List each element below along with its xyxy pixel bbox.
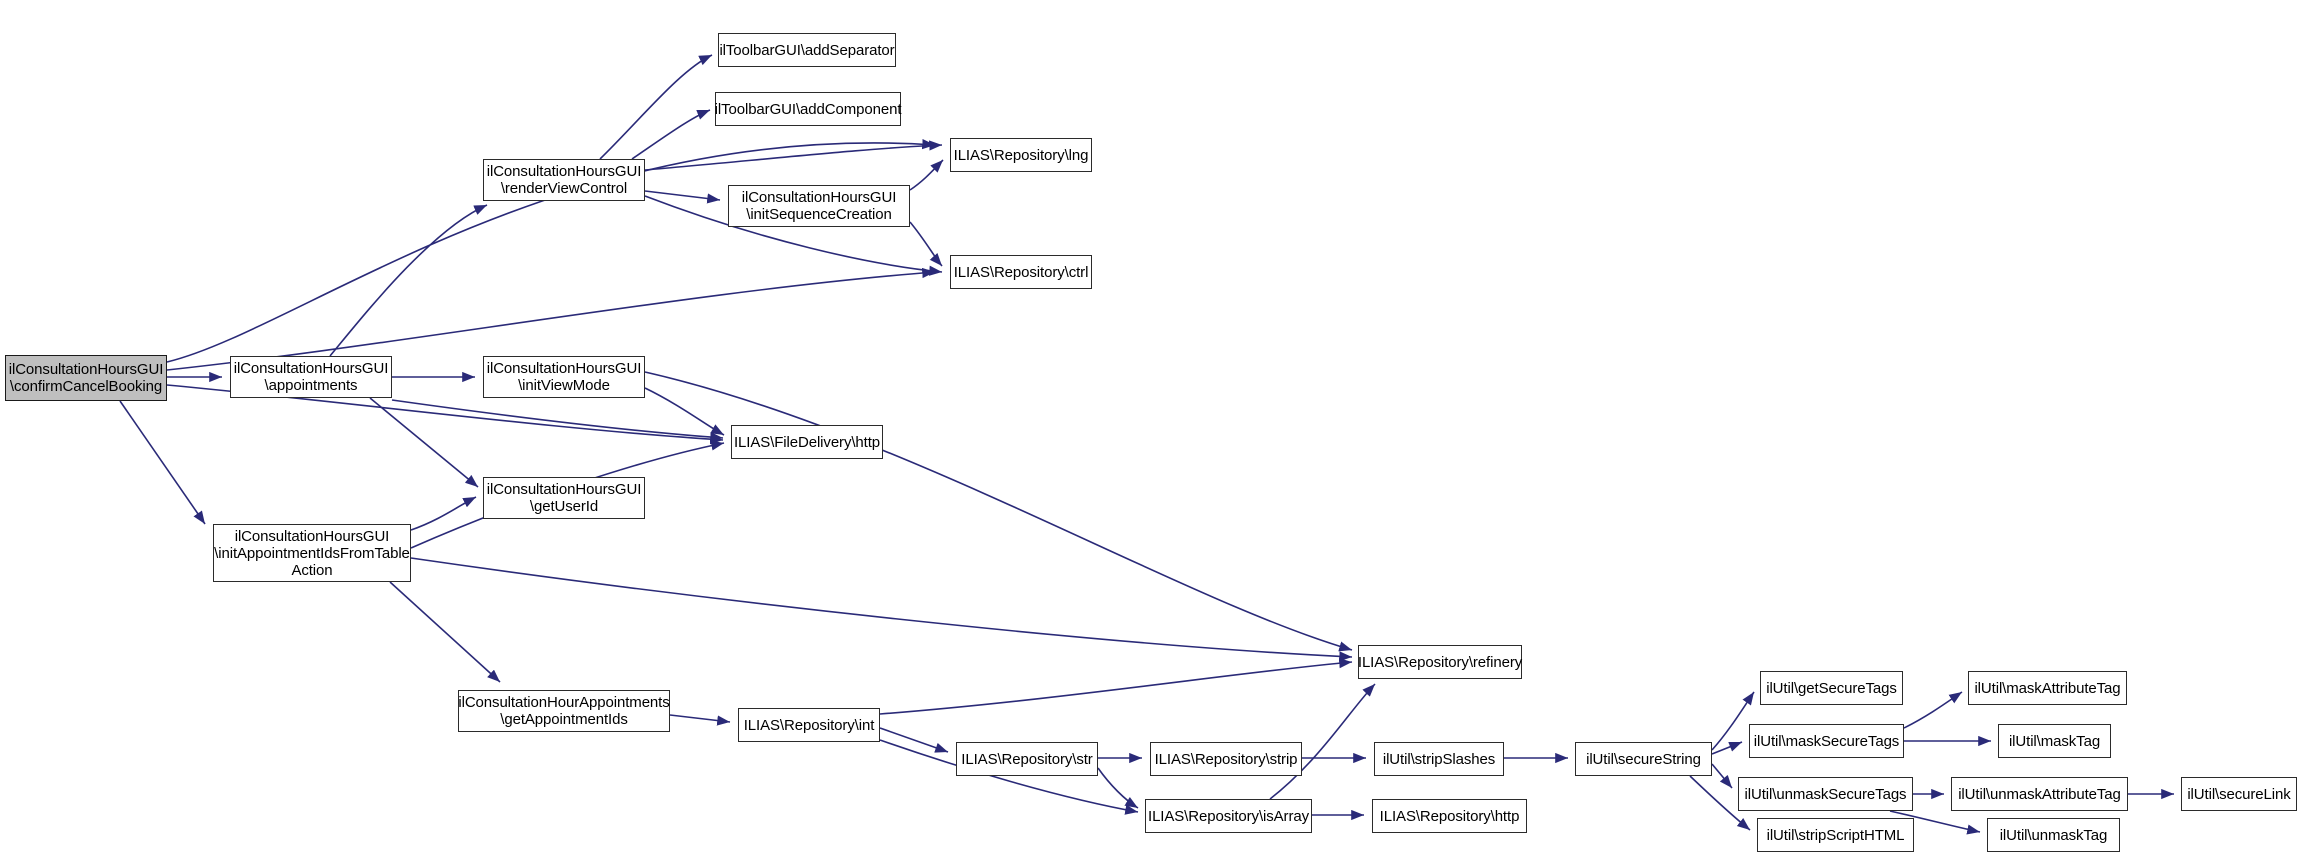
call-graph-node-str[interactable]: ILIAS\Repository\str <box>956 742 1098 776</box>
call-graph-node-appointments[interactable]: ilConsultationHoursGUI \appointments <box>230 356 392 398</box>
call-graph-node-getSecureTags[interactable]: ilUtil\getSecureTags <box>1760 671 1903 705</box>
node-label: ilConsultationHoursGUI \initViewMode <box>486 360 642 394</box>
node-label: ilConsultationHoursGUI \getUserId <box>486 481 642 515</box>
node-label: ilUtil\maskTag <box>2008 732 2101 750</box>
node-label: ILIAS\Repository\strip <box>1154 750 1298 768</box>
call-edge <box>879 658 1353 715</box>
call-graph-node-initViewMode[interactable]: ilConsultationHoursGUI \initViewMode <box>483 356 645 398</box>
node-label: ilUtil\secureString <box>1586 750 1701 768</box>
node-label: ILIAS\Repository\lng <box>953 146 1089 164</box>
call-edge <box>879 727 949 753</box>
call-graph-node-int[interactable]: ILIAS\Repository\int <box>738 708 880 742</box>
call-edge <box>410 496 477 531</box>
call-edge <box>391 399 724 443</box>
node-label: ilUtil\getSecureTags <box>1766 679 1897 697</box>
call-graph-node-stripScriptHTML[interactable]: ilUtil\stripScriptHTML <box>1757 818 1914 852</box>
node-label: ILIAS\Repository\int <box>743 716 875 734</box>
call-graph-node-secureLink[interactable]: ilUtil\secureLink <box>2181 777 2297 811</box>
call-graph-node-confirmCancelBooking[interactable]: ilConsultationHoursGUI \confirmCancelBoo… <box>5 355 167 401</box>
call-edge <box>631 109 711 160</box>
node-label: ilConsultationHourAppointments \getAppoi… <box>458 694 670 728</box>
call-edge <box>909 159 944 191</box>
node-label: ilUtil\unmaskAttributeTag <box>1958 785 2121 803</box>
node-label: ilConsultationHoursGUI \initSequenceCrea… <box>741 189 897 223</box>
node-label: ilUtil\stripScriptHTML <box>1766 826 1905 844</box>
call-edge <box>644 371 1353 652</box>
call-edge <box>599 54 713 160</box>
call-edge <box>389 581 501 683</box>
call-edge <box>410 557 1353 662</box>
call-graph-node-repoHttp[interactable]: ILIAS\Repository\http <box>1372 799 1527 833</box>
call-edge <box>1711 691 1755 751</box>
node-label: ilToolbarGUI\addSeparator <box>719 41 895 59</box>
call-graph-node-fileDeliveryHttp[interactable]: ILIAS\FileDelivery\http <box>731 425 883 459</box>
call-edge <box>644 190 721 204</box>
call-graph-node-getUserId[interactable]: ilConsultationHoursGUI \getUserId <box>483 477 645 519</box>
node-label: ilConsultationHoursGUI \initAppointmentI… <box>214 527 410 579</box>
call-graph-node-unmaskAttributeTag[interactable]: ilUtil\unmaskAttributeTag <box>1951 777 2128 811</box>
call-edge <box>1903 691 1963 729</box>
call-edge <box>369 397 479 488</box>
call-edge <box>644 140 943 171</box>
call-edge <box>119 400 206 525</box>
call-graph-node-refinery[interactable]: ILIAS\Repository\refinery <box>1358 645 1522 679</box>
call-edge <box>669 714 731 726</box>
node-label: ILIAS\Repository\http <box>1379 807 1520 825</box>
node-label: ilUtil\maskAttributeTag <box>1974 679 2121 697</box>
call-edge <box>1711 763 1733 789</box>
call-graph-node-ctrl[interactable]: ILIAS\Repository\ctrl <box>950 255 1092 289</box>
node-label: ilUtil\maskSecureTags <box>1753 732 1900 750</box>
call-graph-node-stripSlashes[interactable]: ilUtil\stripSlashes <box>1374 742 1504 776</box>
node-label: ilToolbarGUI\addComponent <box>714 100 902 118</box>
call-graph-node-unmaskSecureTags[interactable]: ilUtil\unmaskSecureTags <box>1738 777 1913 811</box>
call-graph-node-maskAttributeTag[interactable]: ilUtil\maskAttributeTag <box>1968 671 2127 705</box>
call-graph-node-addSeparator[interactable]: ilToolbarGUI\addSeparator <box>718 33 896 67</box>
node-label: ilConsultationHoursGUI \appointments <box>233 360 389 394</box>
node-label: ilConsultationHoursGUI \renderViewContro… <box>486 163 642 197</box>
call-edge <box>644 387 725 436</box>
call-graph-node-maskTag[interactable]: ilUtil\maskTag <box>1998 724 2111 758</box>
call-graph-node-isArray[interactable]: ILIAS\Repository\isArray <box>1145 799 1312 833</box>
call-graph-node-maskSecureTags[interactable]: ilUtil\maskSecureTags <box>1749 724 1904 758</box>
call-edge <box>1711 741 1743 755</box>
call-graph-node-unmaskTag[interactable]: ilUtil\unmaskTag <box>1987 818 2120 852</box>
call-graph-node-initAppointmentIds[interactable]: ilConsultationHoursGUI \initAppointmentI… <box>213 524 411 582</box>
call-graph-node-initSequenceCreation[interactable]: ilConsultationHoursGUI \initSequenceCrea… <box>728 185 910 227</box>
node-label: ilUtil\stripSlashes <box>1382 750 1496 768</box>
call-graph-node-strip[interactable]: ILIAS\Repository\strip <box>1150 742 1302 776</box>
node-label: ilUtil\unmaskSecureTags <box>1744 785 1907 803</box>
node-label: ilConsultationHoursGUI \confirmCancelBoo… <box>8 361 164 395</box>
node-label: ILIAS\Repository\refinery <box>1357 653 1523 671</box>
node-label: ilUtil\secureLink <box>2187 785 2291 803</box>
node-label: ILIAS\FileDelivery\http <box>733 433 881 451</box>
node-label: ILIAS\Repository\ctrl <box>953 263 1089 281</box>
call-graph-node-secureString[interactable]: ilUtil\secureString <box>1575 742 1712 776</box>
call-edge <box>1097 767 1139 809</box>
call-graph-node-lng[interactable]: ILIAS\Repository\lng <box>950 138 1092 172</box>
call-edge <box>329 204 488 357</box>
call-graph-node-renderViewControl[interactable]: ilConsultationHoursGUI \renderViewContro… <box>483 159 645 201</box>
call-graph-node-getAppointmentIds[interactable]: ilConsultationHourAppointments \getAppoi… <box>458 690 670 732</box>
node-label: ilUtil\unmaskTag <box>1999 826 2108 844</box>
call-edge <box>909 221 943 267</box>
node-label: ILIAS\Repository\isArray <box>1148 807 1309 825</box>
call-graph-node-addComponent[interactable]: ilToolbarGUI\addComponent <box>715 92 901 126</box>
node-label: ILIAS\Repository\str <box>961 750 1093 768</box>
